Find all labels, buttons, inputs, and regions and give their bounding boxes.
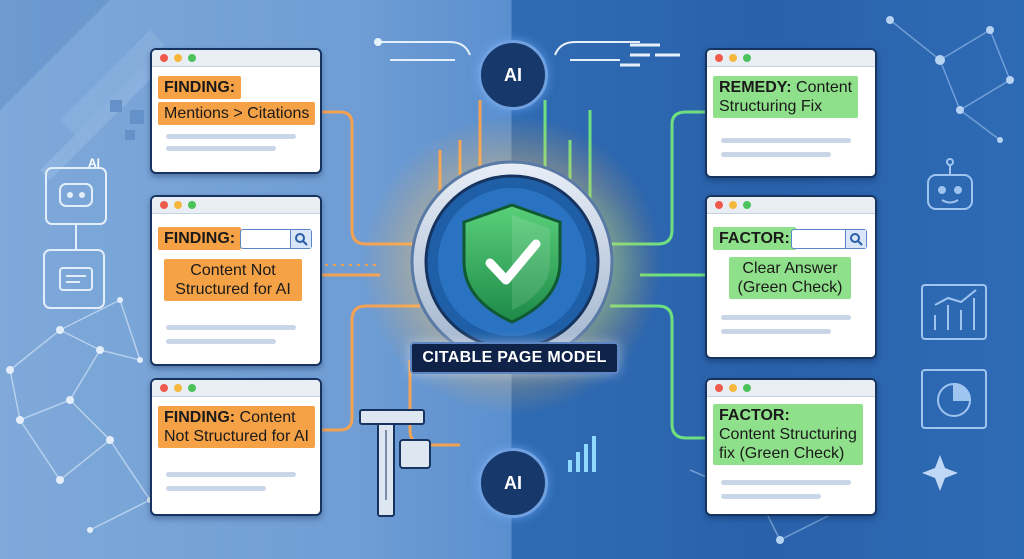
finding-tag: FINDING: Content Not Structured for AI	[158, 406, 315, 448]
window-controls	[707, 197, 875, 214]
top-dash-marks	[620, 43, 680, 67]
window-controls	[152, 197, 320, 214]
search-icon[interactable]	[290, 230, 311, 248]
mini-bars	[568, 436, 596, 472]
finding-text: Mentions > Citations	[158, 102, 316, 125]
search-field[interactable]	[240, 229, 312, 249]
robot-icon-right	[927, 158, 973, 210]
left-network-nodes	[6, 297, 153, 533]
finding-card-1: FINDING: Mentions > Citations	[150, 48, 322, 174]
factor-text: FACTOR: Content Structuring fix (Green C…	[713, 404, 863, 465]
window-controls	[707, 50, 875, 67]
ai-node-top-label: AI	[504, 64, 522, 85]
bar-chart-icon	[921, 284, 987, 340]
shield-check-icon	[462, 203, 562, 324]
citable-page-model-label: CITABLE PAGE MODEL	[410, 342, 619, 374]
window-controls	[707, 380, 875, 397]
caliper-icon	[359, 409, 431, 517]
factor-text: Clear Answer(Green Check)	[729, 257, 851, 299]
ai-node-top: AI	[478, 40, 548, 110]
robot-ai-label: AI	[88, 156, 100, 170]
left-network	[9, 298, 152, 531]
robot-icon-left	[45, 167, 107, 225]
factor-card-1: FACTOR: Clear Answer(Green Check)	[705, 195, 877, 359]
remedy-card: REMEDY: Content Structuring Fix	[705, 48, 877, 178]
chat-icon-left	[43, 249, 105, 309]
search-field[interactable]	[791, 229, 867, 249]
finding-tag: FINDING:	[158, 227, 242, 250]
window-controls	[152, 380, 320, 397]
search-icon[interactable]	[845, 230, 866, 248]
finding-card-3: FINDING: Content Not Structured for AI	[150, 378, 322, 516]
top-left-connectors	[374, 38, 471, 61]
ai-node-bottom-label: AI	[504, 472, 522, 493]
ai-node-bottom: AI	[478, 448, 548, 518]
remedy-tag: REMEDY: Content Structuring Fix	[713, 76, 859, 118]
sparkle-icon	[922, 455, 958, 491]
top-right-connectors	[554, 41, 640, 61]
window-controls	[152, 50, 320, 67]
factor-card-2: FACTOR: Content Structuring fix (Green C…	[705, 378, 877, 516]
decor-stripes	[0, 0, 165, 180]
pie-chart-icon	[921, 369, 987, 429]
factor-tag: FACTOR:	[713, 227, 796, 250]
finding-tag: FINDING:	[158, 76, 242, 99]
